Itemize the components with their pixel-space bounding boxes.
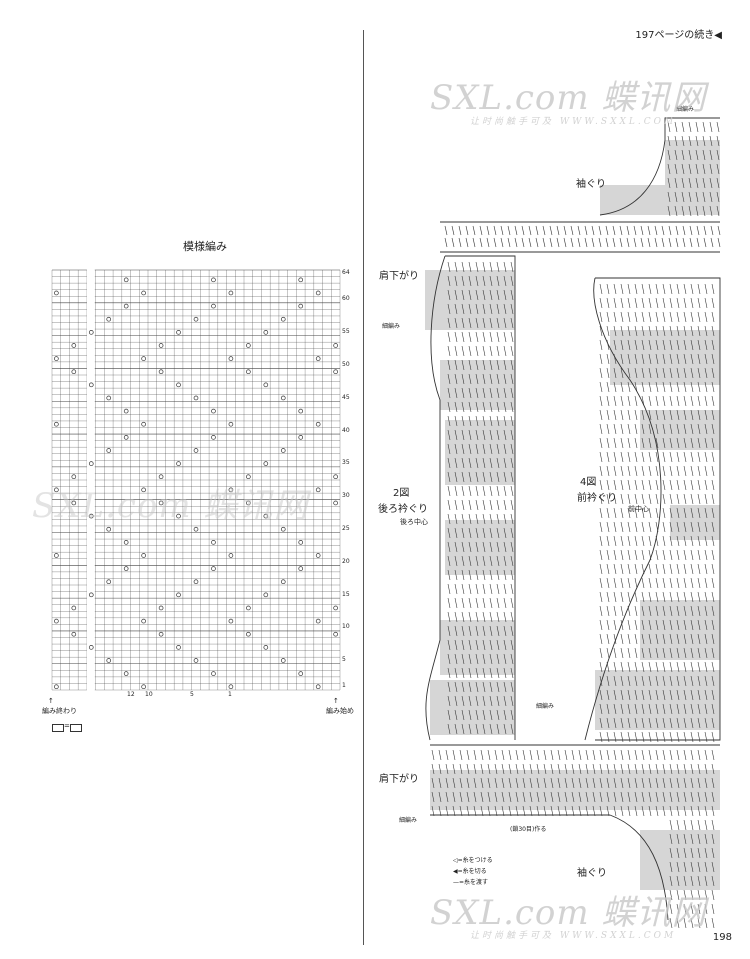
row-number: 15 [342,590,350,598]
armhole-top-label: 袖ぐり [576,179,606,190]
row-number: 50 [342,360,350,368]
slip-stitch-label-2: 細編み [382,323,401,330]
label-end: 編み終わり [42,707,77,715]
row-number: 55 [342,328,350,336]
watermark-sub-top: 让时尚触手可及 WWW.SXXL.COM [470,117,677,127]
legend-carry-yarn: —=糸を渡す [453,879,489,886]
legend-dc-square [70,724,82,732]
continuation-note: 197ページの続き◀ [635,30,722,41]
row-number: 40 [342,426,350,434]
armhole-bottom-label: 袖ぐり [577,868,607,879]
fig4-center-label: 前中心 [628,505,649,513]
row-number: 64 [342,269,350,276]
arrow-up-icon: ↑ [333,697,339,705]
legend-cut-yarn: ◀=糸を切る [453,868,487,875]
arrow-up-icon: ↑ [48,697,54,705]
slip-stitch-label: 細編み [676,106,695,113]
watermark-logo-left: SXL.com 蝶讯网 [32,486,309,526]
shoulder-top-label: 肩下がり [379,271,419,282]
legend-attach-yarn: ◁=糸をつける [453,857,493,864]
stitch-number: 5 [190,691,194,698]
fig4-number: 4図 [580,477,597,488]
row-number: 60 [342,295,350,303]
stitch-number: 1 [228,691,232,698]
watermark-logo-bottom: SXL.com 蝶讯网 [430,893,707,933]
page-divider [363,30,364,945]
watermark-logo-top: SXL.com 蝶讯网 [430,78,707,118]
fig4-title: 前衿ぐり [577,493,617,504]
stitch-number: 12 [127,691,135,698]
row-number: 35 [342,459,350,467]
row-number: 45 [342,393,350,401]
row-number: 20 [342,557,350,565]
legend-2-text: =糸を切る [457,868,487,875]
row-number: 1 [342,682,346,690]
shoulder-bottom-label: 肩下がり [379,774,419,785]
legend-3-text: =糸を渡す [459,879,489,886]
chain-start-label: (鎖30目)作る [510,826,547,833]
fig2-center-label: 後ろ中心 [400,518,428,526]
chart-title: 模様編み [183,240,227,253]
row-number: 5 [342,656,346,664]
legend-equals: = [64,722,70,730]
fig2-title: 後ろ衿ぐり [378,504,428,515]
page-number: 198 [712,932,732,943]
row-number: 10 [342,623,350,631]
slip-stitch-label-4: 細編み [399,817,418,824]
stitch-number: 10 [145,691,153,698]
watermark-sub-bottom: 让时尚触手可及 WWW.SXXL.COM [470,931,677,941]
label-start: 編み始め [326,707,354,715]
legend-1-text: =糸をつける [457,857,493,864]
legend-empty-square [52,724,64,732]
row-number: 30 [342,492,350,500]
fig2-number: 2図 [393,488,410,499]
slip-stitch-label-3: 細編み [536,703,555,710]
row-number: 25 [342,524,350,532]
